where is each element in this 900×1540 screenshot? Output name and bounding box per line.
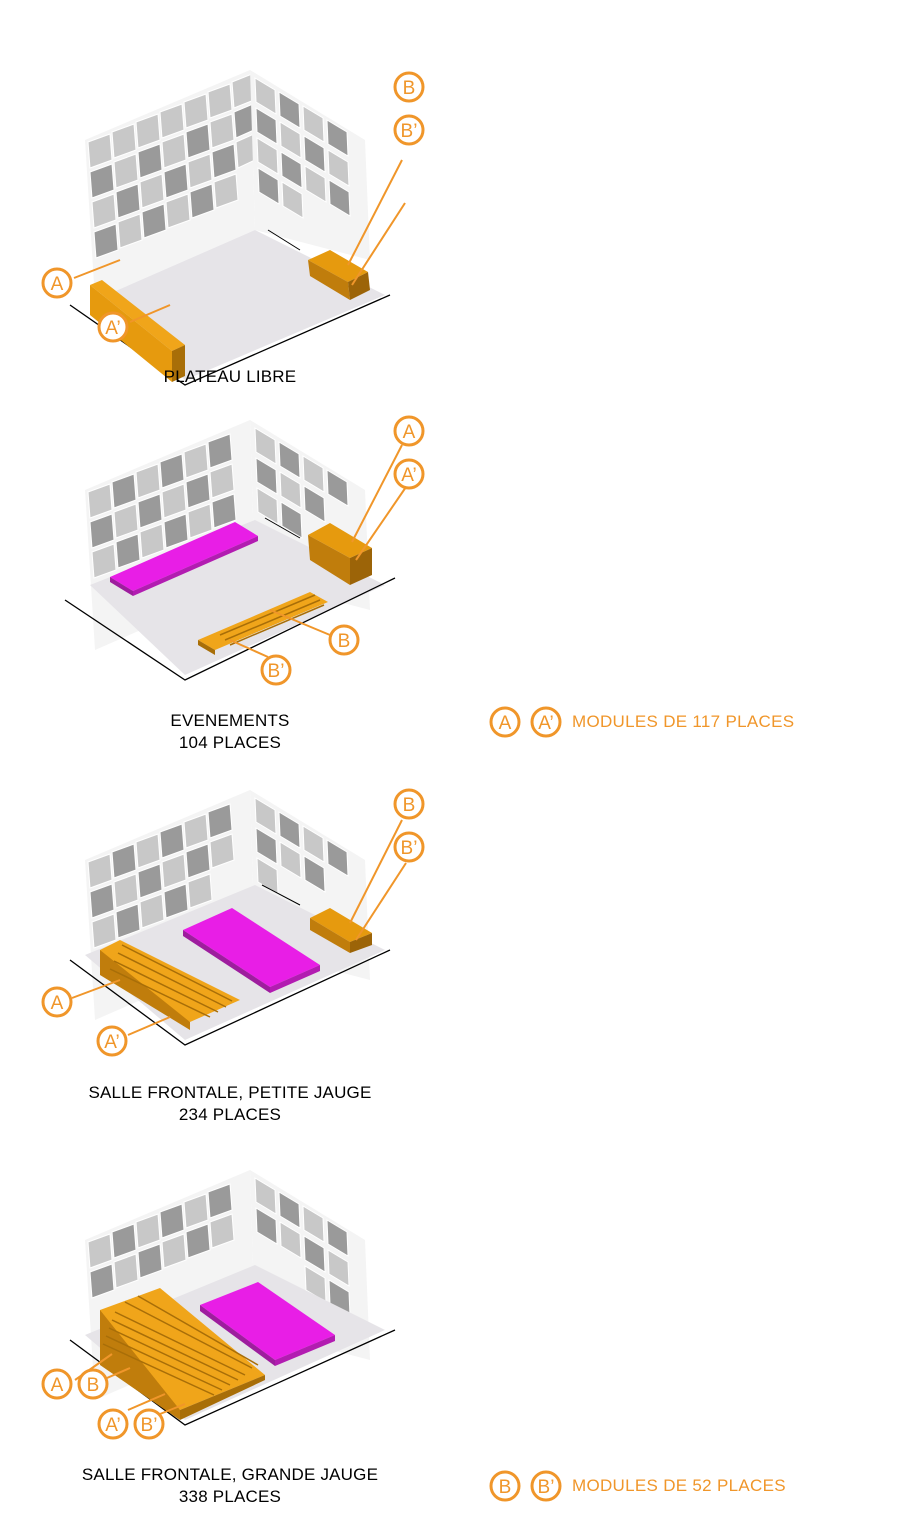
svg-text:A’: A’ (401, 465, 416, 486)
module-b (310, 908, 372, 953)
svg-text:B: B (87, 1375, 100, 1396)
svg-text:A: A (51, 1375, 64, 1396)
legend-modules-52: B B’ MODULES DE 52 PLACES (488, 1469, 786, 1503)
tag-b: B (393, 71, 425, 103)
svg-text:B’: B’ (401, 838, 418, 859)
caption: SALLE FRONTALE, PETITE JAUGE 234 PLACES (0, 1082, 460, 1126)
caption-line: EVENEMENTS (170, 711, 290, 730)
isometric-diagram: A B A’ B’ (41, 1170, 396, 1440)
caption: SALLE FRONTALE, GRANDE JAUGE 338 PLACES (0, 1464, 460, 1508)
svg-text:B: B (403, 795, 416, 816)
tag-a: A (41, 986, 73, 1018)
isometric-diagram: B B’ A A’ (41, 788, 425, 1057)
module-b (308, 250, 370, 300)
stage (200, 1282, 335, 1366)
tag-b-prime: B’ (260, 654, 292, 686)
caption: EVENEMENTS 104 PLACES (0, 710, 460, 754)
isometric-diagram: A A’ B B’ (64, 415, 425, 686)
svg-text:B’: B’ (141, 1415, 158, 1436)
svg-text:A’: A’ (538, 713, 553, 734)
caption-line: 234 PLACES (178, 1105, 282, 1124)
caption-line: SALLE FRONTALE, PETITE JAUGE (88, 1083, 372, 1102)
back-wall-left (85, 70, 256, 300)
caption-line: PLATEAU LIBRE (163, 367, 297, 386)
caption-line: SALLE FRONTALE, GRANDE JAUGE (81, 1465, 379, 1484)
isometric-diagram: A A’ B B’ (41, 70, 425, 386)
panel-salle-frontale-grande-jauge: A B A’ B’ SALLE FRONTALE, GRANDE JAUGE 3… (0, 1170, 470, 1520)
svg-text:B’: B’ (268, 661, 285, 682)
legend-text: MODULES DE 52 PLACES (572, 1476, 786, 1495)
tag-a: A (41, 267, 73, 299)
legend-text: MODULES DE 117 PLACES (572, 712, 795, 731)
tag-b: B (77, 1368, 109, 1400)
tag-a: A (393, 415, 425, 447)
svg-text:A’: A’ (105, 318, 120, 339)
back-wall-right (250, 70, 370, 260)
svg-text:A’: A’ (104, 1032, 119, 1053)
panel-evenements: A A’ B B’ EVENEMENTS 104 PLACES (0, 410, 470, 760)
caption-line: 338 PLACES (178, 1487, 282, 1506)
tag-b: B (393, 788, 425, 820)
module-a (90, 280, 185, 382)
svg-text:B’: B’ (401, 121, 418, 142)
tag-a-prime: A’ (97, 1408, 129, 1440)
module-a (100, 940, 240, 1030)
module-a (308, 523, 372, 585)
svg-text:B: B (338, 631, 351, 652)
legend-tags: A A’ (489, 706, 562, 738)
legend-tags: B B’ (489, 1470, 562, 1502)
svg-text:A’: A’ (105, 1415, 120, 1436)
caption-line: 104 PLACES (178, 733, 282, 752)
svg-text:B: B (403, 78, 416, 99)
stage (110, 522, 258, 596)
tag-a-prime: A’ (96, 1025, 128, 1057)
tag-b-prime: B’ (393, 831, 425, 863)
stage (183, 908, 320, 993)
panel-plateau-libre: A A’ B B’ PLATEAU LIBRE (0, 60, 470, 400)
module-a-b (100, 1288, 265, 1420)
svg-text:A: A (499, 713, 512, 734)
module-b (198, 592, 328, 655)
tag-a-prime: A’ (393, 458, 425, 490)
panel-salle-frontale-petite-jauge: B B’ A A’ SALLE FRONTALE, PETITE JAUGE 2… (0, 785, 470, 1135)
tag-b: B (328, 624, 360, 656)
tag-b-prime: B’ (393, 114, 425, 146)
svg-text:B’: B’ (538, 1477, 555, 1498)
tag-a: A (41, 1368, 73, 1400)
tag-b-prime: B’ (133, 1408, 165, 1440)
svg-text:B: B (499, 1477, 512, 1498)
svg-text:A: A (51, 274, 64, 295)
legend-modules-117: A A’ MODULES DE 117 PLACES (488, 705, 794, 739)
caption: PLATEAU LIBRE (0, 366, 460, 388)
tag-a-prime: A’ (97, 311, 129, 343)
svg-text:A: A (51, 993, 64, 1014)
svg-text:A: A (403, 422, 416, 443)
